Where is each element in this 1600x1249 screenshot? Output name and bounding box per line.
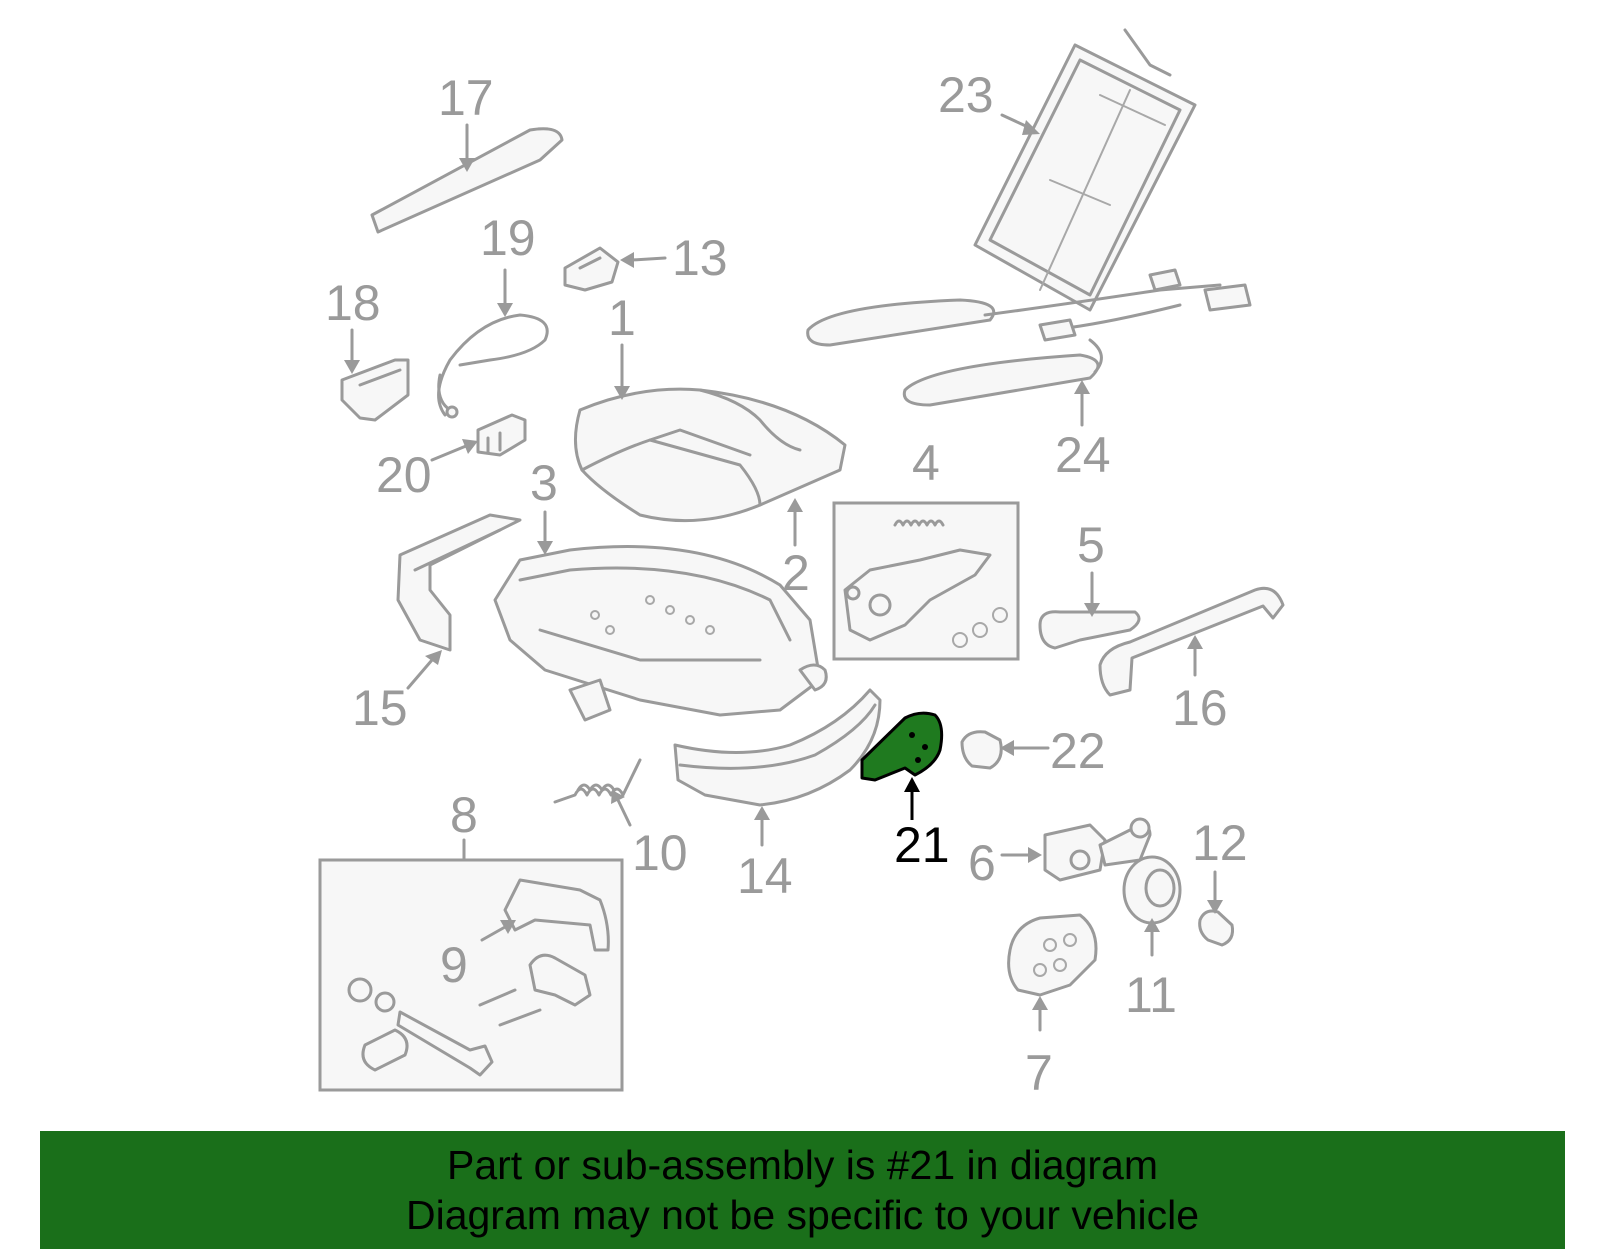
callout-3: 3 — [530, 455, 558, 555]
part-17-trim-strip[interactable] — [370, 127, 564, 234]
label-3: 3 — [530, 455, 558, 511]
label-21: 21 — [894, 817, 950, 873]
banner-line-part-number: Part or sub-assembly is #21 in diagram — [447, 1142, 1158, 1188]
label-9: 9 — [440, 937, 468, 993]
callout-20: 20 — [376, 439, 478, 503]
label-19: 19 — [480, 210, 536, 266]
label-16: 16 — [1172, 680, 1228, 736]
part-13-clip[interactable] — [563, 246, 620, 292]
label-14: 14 — [737, 848, 793, 904]
callout-16: 16 — [1172, 635, 1228, 736]
label-13: 13 — [672, 230, 728, 286]
callout-11: 11 — [1125, 918, 1177, 1023]
callout-8: 8 — [450, 787, 478, 862]
banner-line-disclaimer: Diagram may not be specific to your vehi… — [405, 1192, 1199, 1238]
callout-17: 17 — [438, 70, 494, 172]
part-11-gear[interactable] — [1122, 855, 1182, 925]
part-5-cover[interactable] — [1038, 610, 1141, 650]
label-12: 12 — [1192, 815, 1248, 871]
label-22: 22 — [1050, 723, 1106, 779]
callout-18: 18 — [325, 275, 381, 374]
part-23-backrest-pad[interactable] — [973, 28, 1197, 312]
part-19-cable[interactable] — [437, 313, 549, 419]
part-18-bracket[interactable] — [340, 358, 410, 422]
part-4-adjuster-kit[interactable] — [832, 501, 1020, 661]
label-8: 8 — [450, 787, 478, 843]
part-15-side-trim[interactable] — [396, 513, 522, 652]
callout-1: 1 — [608, 290, 636, 400]
label-1: 1 — [608, 290, 636, 346]
part-20-connector[interactable] — [476, 413, 527, 457]
label-6: 6 — [968, 835, 996, 891]
part-7-gearbox[interactable] — [1007, 913, 1098, 997]
part-21-highlighted-bracket[interactable] — [860, 711, 944, 782]
label-20: 20 — [376, 447, 432, 503]
callout-6: 6 — [968, 835, 1042, 891]
part-1-cushion-cover[interactable] — [574, 387, 847, 523]
callout-2: 2 — [782, 498, 810, 601]
callout-7: 7 — [1025, 996, 1053, 1101]
callout-13: 13 — [620, 230, 728, 286]
label-18: 18 — [325, 275, 381, 331]
label-7: 7 — [1025, 1045, 1053, 1101]
part-22-cap[interactable] — [960, 730, 1003, 770]
label-11: 11 — [1125, 967, 1177, 1023]
callout-4: 4 — [912, 435, 940, 491]
callout-10: 10 — [611, 790, 688, 881]
callout-12: 12 — [1192, 815, 1248, 914]
callout-15: 15 — [352, 650, 442, 736]
callout-21: 21 — [894, 777, 950, 873]
notice-banner: Part or sub-assembly is #21 in diagram D… — [40, 1131, 1565, 1249]
part-16-rail-trim[interactable] — [1098, 586, 1285, 697]
label-24: 24 — [1055, 427, 1111, 483]
part-24-seat-heater[interactable] — [806, 268, 1252, 407]
part-6-motor[interactable] — [1043, 817, 1152, 882]
callout-23: 23 — [938, 67, 1040, 135]
part-8-hardware-kit[interactable] — [318, 858, 624, 1092]
part-14-front-trim[interactable] — [673, 688, 882, 807]
callout-19: 19 — [480, 210, 536, 317]
part-12-bushing[interactable] — [1198, 909, 1234, 947]
callout-9: 9 — [440, 920, 516, 993]
label-4: 4 — [912, 435, 940, 491]
part-10-spring[interactable] — [553, 758, 642, 804]
part-3-seat-frame[interactable] — [493, 545, 828, 722]
label-10: 10 — [632, 825, 688, 881]
label-23: 23 — [938, 67, 994, 123]
label-15: 15 — [352, 680, 408, 736]
label-17: 17 — [438, 70, 494, 126]
callout-5: 5 — [1077, 517, 1105, 617]
callout-14: 14 — [737, 806, 793, 904]
callout-24: 24 — [1055, 380, 1111, 483]
label-5: 5 — [1077, 517, 1105, 573]
callout-22: 22 — [1000, 723, 1106, 779]
